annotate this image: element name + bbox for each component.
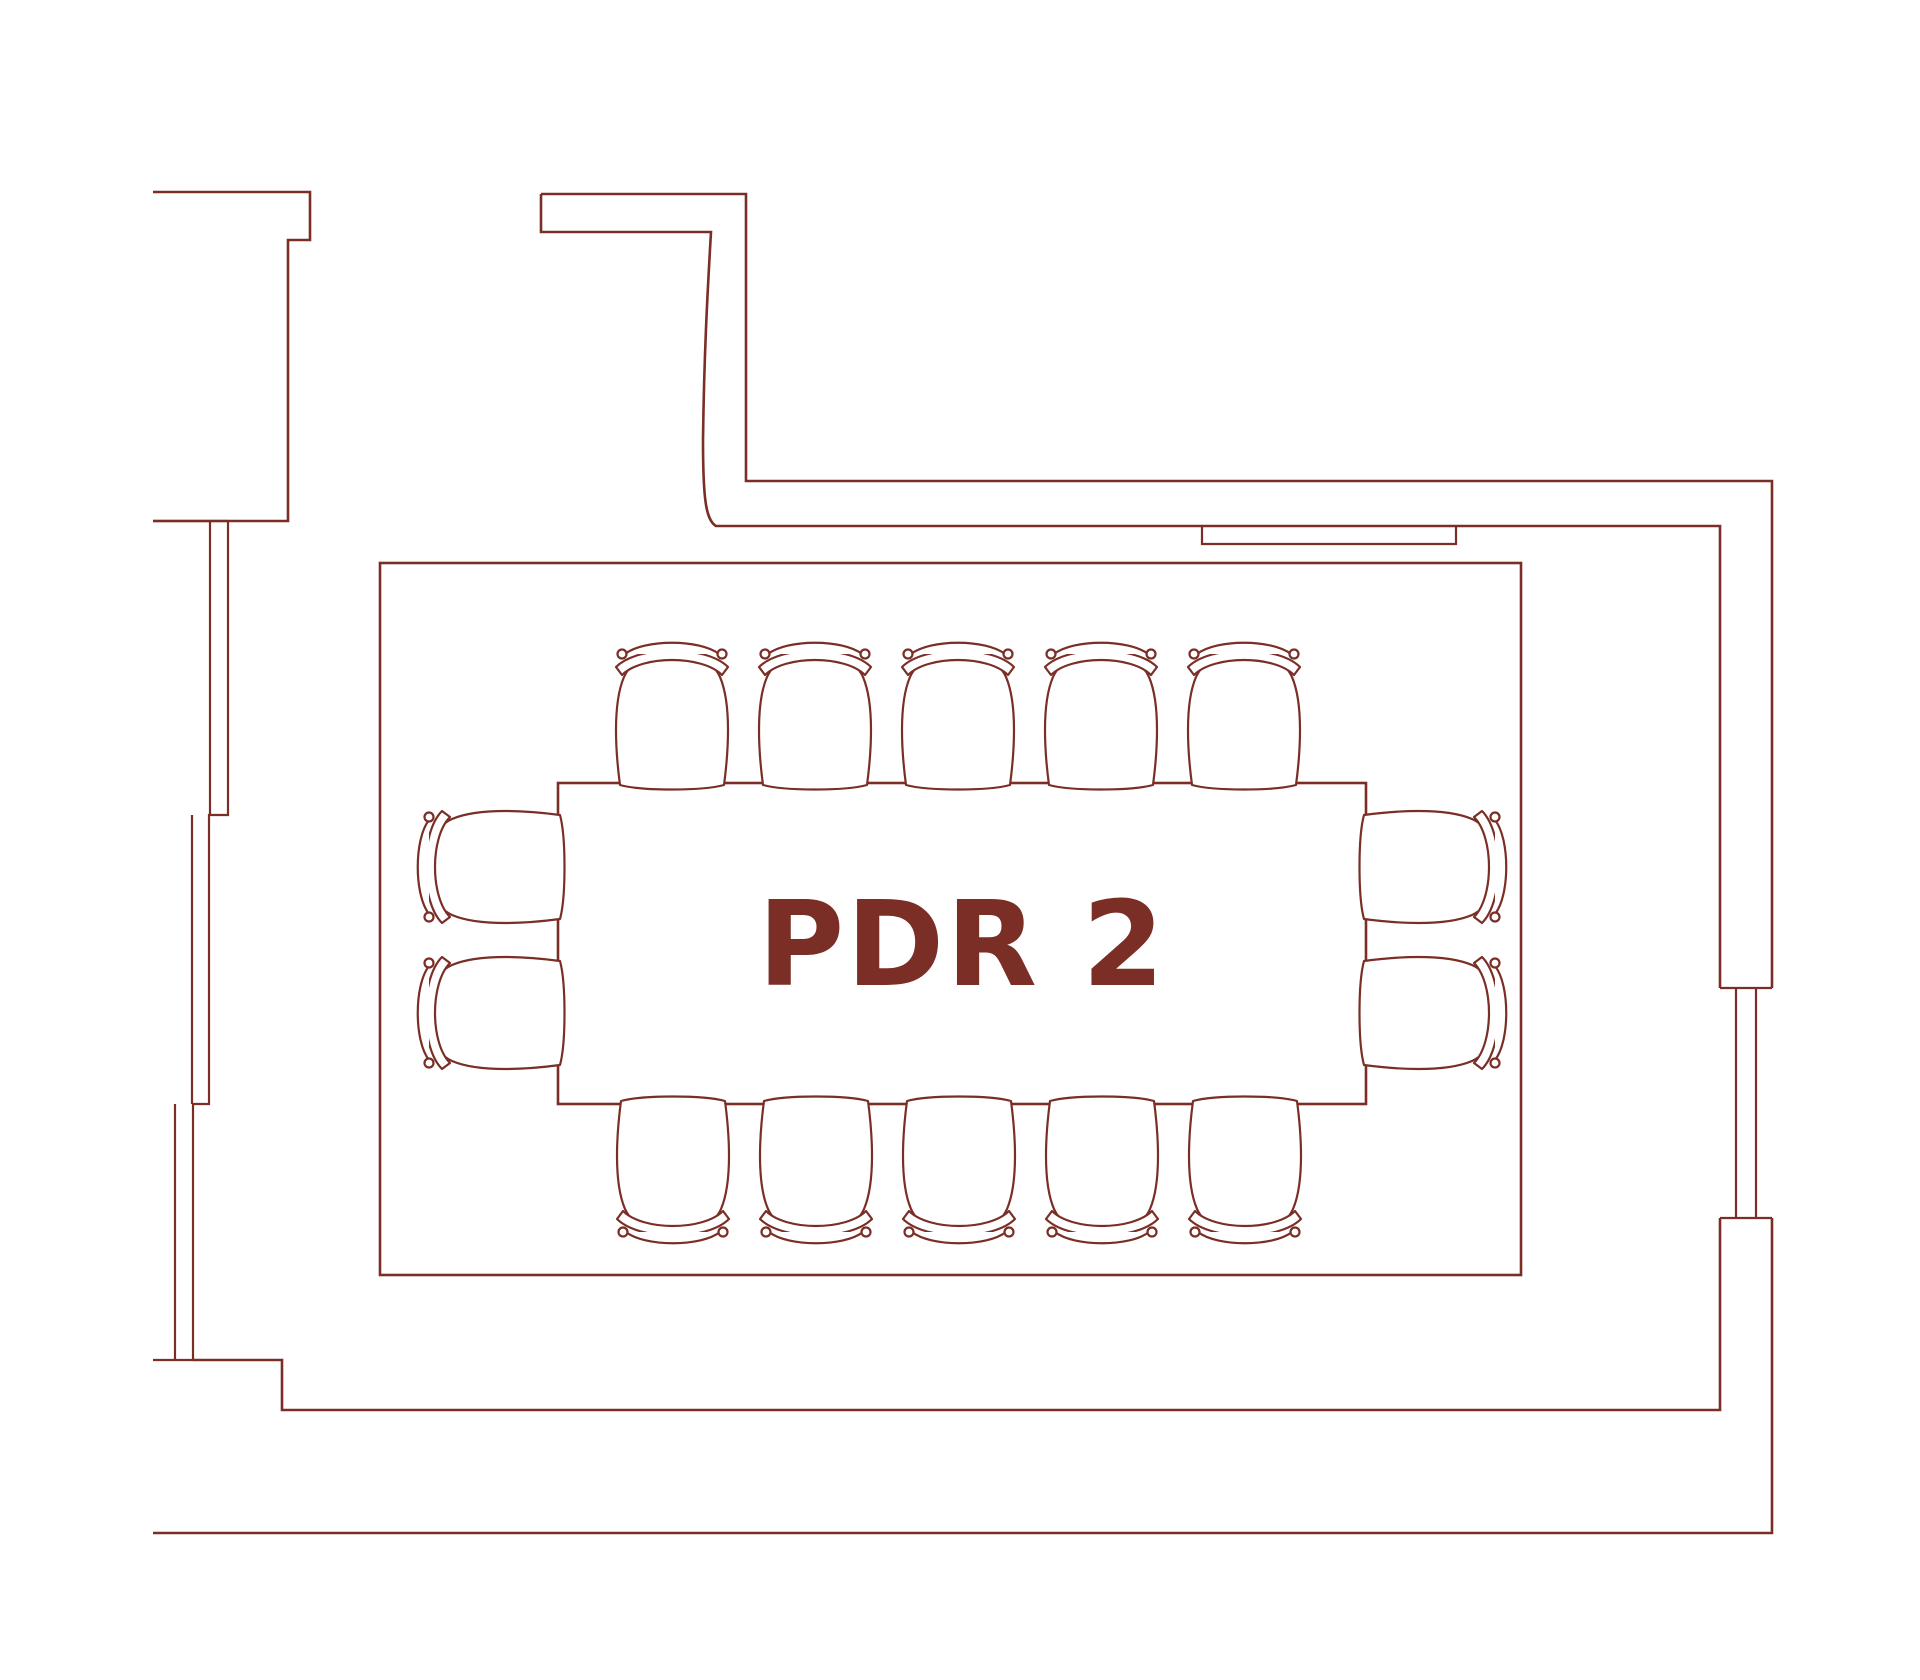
chair-icon (614, 641, 730, 791)
chair-icon (757, 641, 873, 791)
wall-ledge (1200, 526, 1458, 546)
chair-icon (1043, 641, 1159, 791)
chair-icon (1358, 955, 1508, 1071)
wall-lower-right-outer (153, 1218, 1774, 1535)
window-right (1720, 986, 1772, 1220)
wall-upper-middle (541, 192, 1774, 988)
chair-icon (1044, 1095, 1160, 1245)
wall-upper-left (153, 190, 312, 523)
rug-outline (378, 561, 1523, 1277)
chair-icon (615, 1095, 731, 1245)
window-left (153, 519, 230, 1362)
walls (153, 190, 1774, 1535)
chair-icon (1358, 809, 1508, 925)
chair-icon (416, 955, 566, 1071)
chair-icon (1187, 1095, 1303, 1245)
chair-icon (901, 1095, 1017, 1245)
dining-table (556, 781, 1368, 1106)
room-label: PDR 2 (758, 875, 1166, 1013)
chair-icon (900, 641, 1016, 791)
chair-icon (1186, 641, 1302, 791)
chair-icon (416, 809, 566, 925)
wall-upper-middle-inner (539, 194, 1722, 988)
wall-lower-right-inner (193, 1218, 1722, 1412)
chair-icon (758, 1095, 874, 1245)
